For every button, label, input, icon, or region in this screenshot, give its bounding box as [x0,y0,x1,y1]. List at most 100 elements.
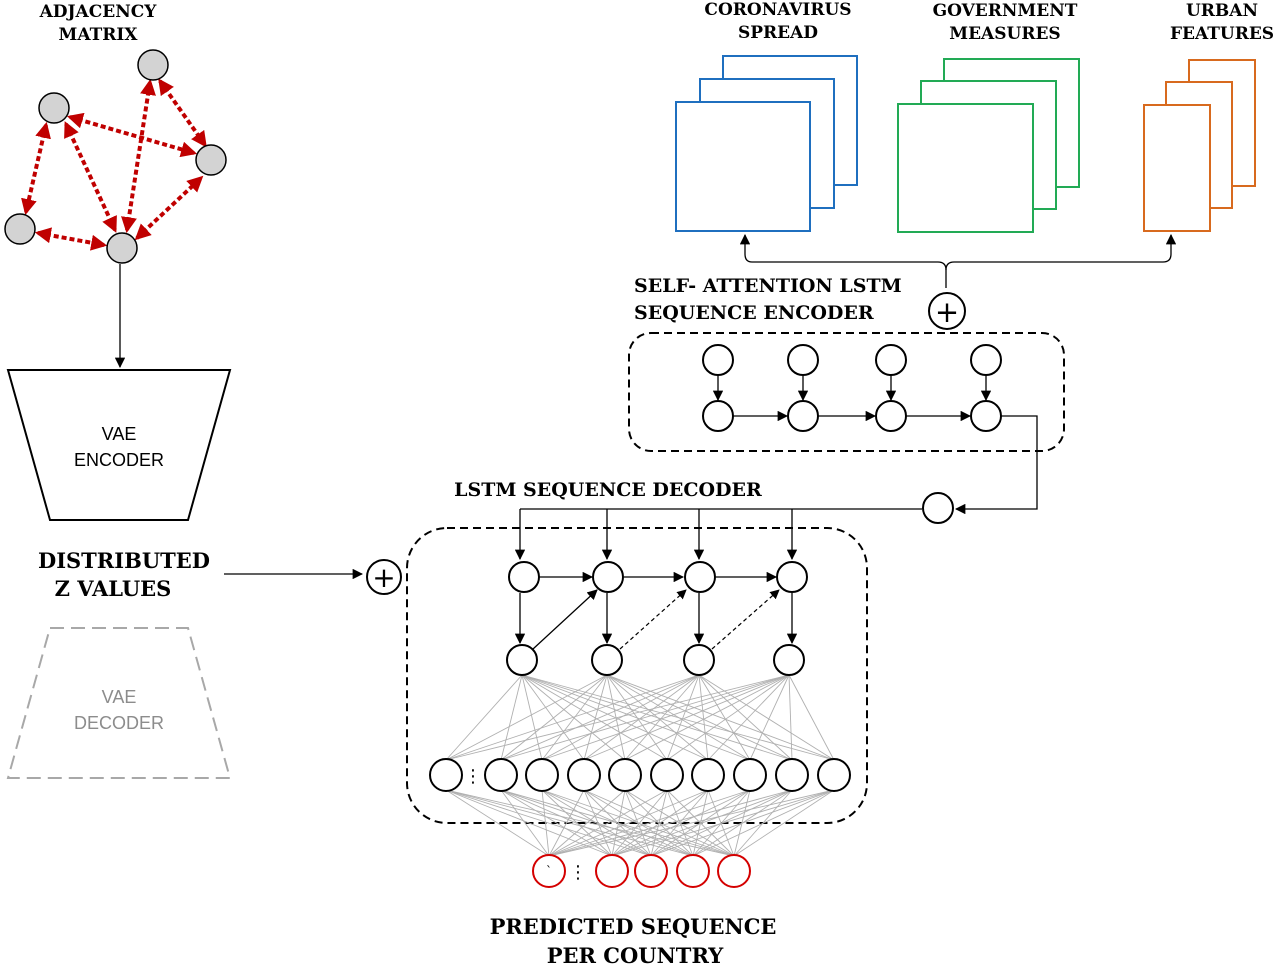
plus-symbol: + [935,295,959,329]
mesh-edge [606,674,668,761]
mesh-edge [541,674,608,761]
mesh-edge [624,789,652,857]
mesh-edge [666,674,790,761]
mesh-edge [624,674,700,761]
mesh-edge [445,789,613,857]
mesh-edge [541,674,790,761]
mesh-edge [445,674,700,761]
decoder-label: LSTM SEQUENCE DECODER [454,479,762,501]
output-node [676,854,710,888]
mesh-edge [541,789,652,857]
z-values-label-line2: Z VALUES [55,576,172,601]
mesh-edge [733,789,835,857]
urban-label-line1: URBAN [1186,1,1258,21]
mesh-edge [541,789,550,857]
mesh-edge [500,674,790,761]
output-layer [532,854,751,888]
hidden-node [733,758,767,792]
graph-edge [34,227,108,251]
mesh-edge [521,674,585,761]
mesh-edge [698,674,709,761]
graph-edge [121,78,156,234]
output-label-line2: PER COUNTRY [547,943,725,967]
mesh-edge [650,789,709,857]
mesh-edge [611,789,626,857]
mesh-edge [521,674,751,761]
context-broadcast [514,508,922,561]
mesh-edge [548,789,793,857]
mesh-edge [611,789,793,857]
mesh-edge [445,674,523,761]
mesh-edge [788,674,835,761]
mesh-edge [611,789,709,857]
hidden-node [525,758,559,792]
graph-edge [158,78,207,148]
graph-title-line1: ADJACENCY [39,2,158,22]
encoder-to-context-arrow [954,415,1038,515]
mesh-edge [445,789,735,857]
plus-symbol: + [372,561,395,594]
mesh-edge [749,674,790,761]
mesh-edge [606,674,751,761]
mesh-edge [692,789,835,857]
mesh-edge [500,674,523,761]
graph-node [4,213,36,245]
mesh-edge [445,674,608,761]
coronavirus-label-line2: SPREAD [738,23,818,43]
hidden-node [429,758,463,792]
hidden-node [650,758,684,792]
mesh-edge [521,674,668,761]
mesh-edge [611,789,751,857]
mesh-edge [650,789,668,857]
graph-node [106,232,138,264]
government-label-line1: GOVERNMENT [933,1,1078,21]
mesh-edge [650,789,751,857]
sequence-encoder-box [628,332,1065,452]
mesh-edge [583,674,700,761]
ellipsis-vertical: ⋮ [464,766,482,787]
encoder-label-line1: SELF- ATTENTION LSTM [634,275,902,297]
mesh-edge [548,789,835,857]
mesh-edge [707,674,790,761]
mesh-edge [698,674,751,761]
vae-decoder-shape [6,627,232,779]
graph-title-line2: MATRIX [59,25,139,45]
mesh-edge [666,674,700,761]
mesh-edge [583,789,652,857]
hidden-node [484,758,518,792]
mesh-edge [698,674,835,761]
mesh-edge [548,789,585,857]
mesh-edge [500,789,613,857]
vae-encoder-label-line1: VAE [102,424,137,444]
hidden-node [567,758,601,792]
mesh-edge [583,789,613,857]
output-node [595,854,629,888]
graph-node [195,144,227,176]
context-vector-node [922,492,954,524]
mesh-edge [583,674,790,761]
output-node [532,854,566,888]
hidden-node [691,758,725,792]
graph-node [38,92,70,124]
adjacency-graph: ADJACENCY MATRIX [4,2,227,264]
mesh-edge [698,674,793,761]
vae-decoder: VAE DECODER [6,627,232,779]
mesh-edge [650,789,835,857]
graph-node [137,49,169,81]
coronavirus-label-line1: CORONAVIRUS [704,0,851,20]
input-brace [739,233,1177,288]
mesh-edge [606,674,709,761]
mesh-edge [583,674,608,761]
mesh-edge [445,674,790,761]
vae-decoder-label-line1: VAE [102,687,137,707]
input-government-measures: GOVERNMENT MEASURES [897,1,1080,233]
hidden-node [608,758,642,792]
mesh-edge [445,789,550,857]
hidden-node [775,758,809,792]
graph-edge [21,121,51,216]
mesh-edge [548,789,709,857]
input-urban-features: URBAN FEATURES [1143,1,1274,232]
vae-encoder-label-line2: ENCODER [74,450,164,470]
mesh-edge [521,674,543,761]
